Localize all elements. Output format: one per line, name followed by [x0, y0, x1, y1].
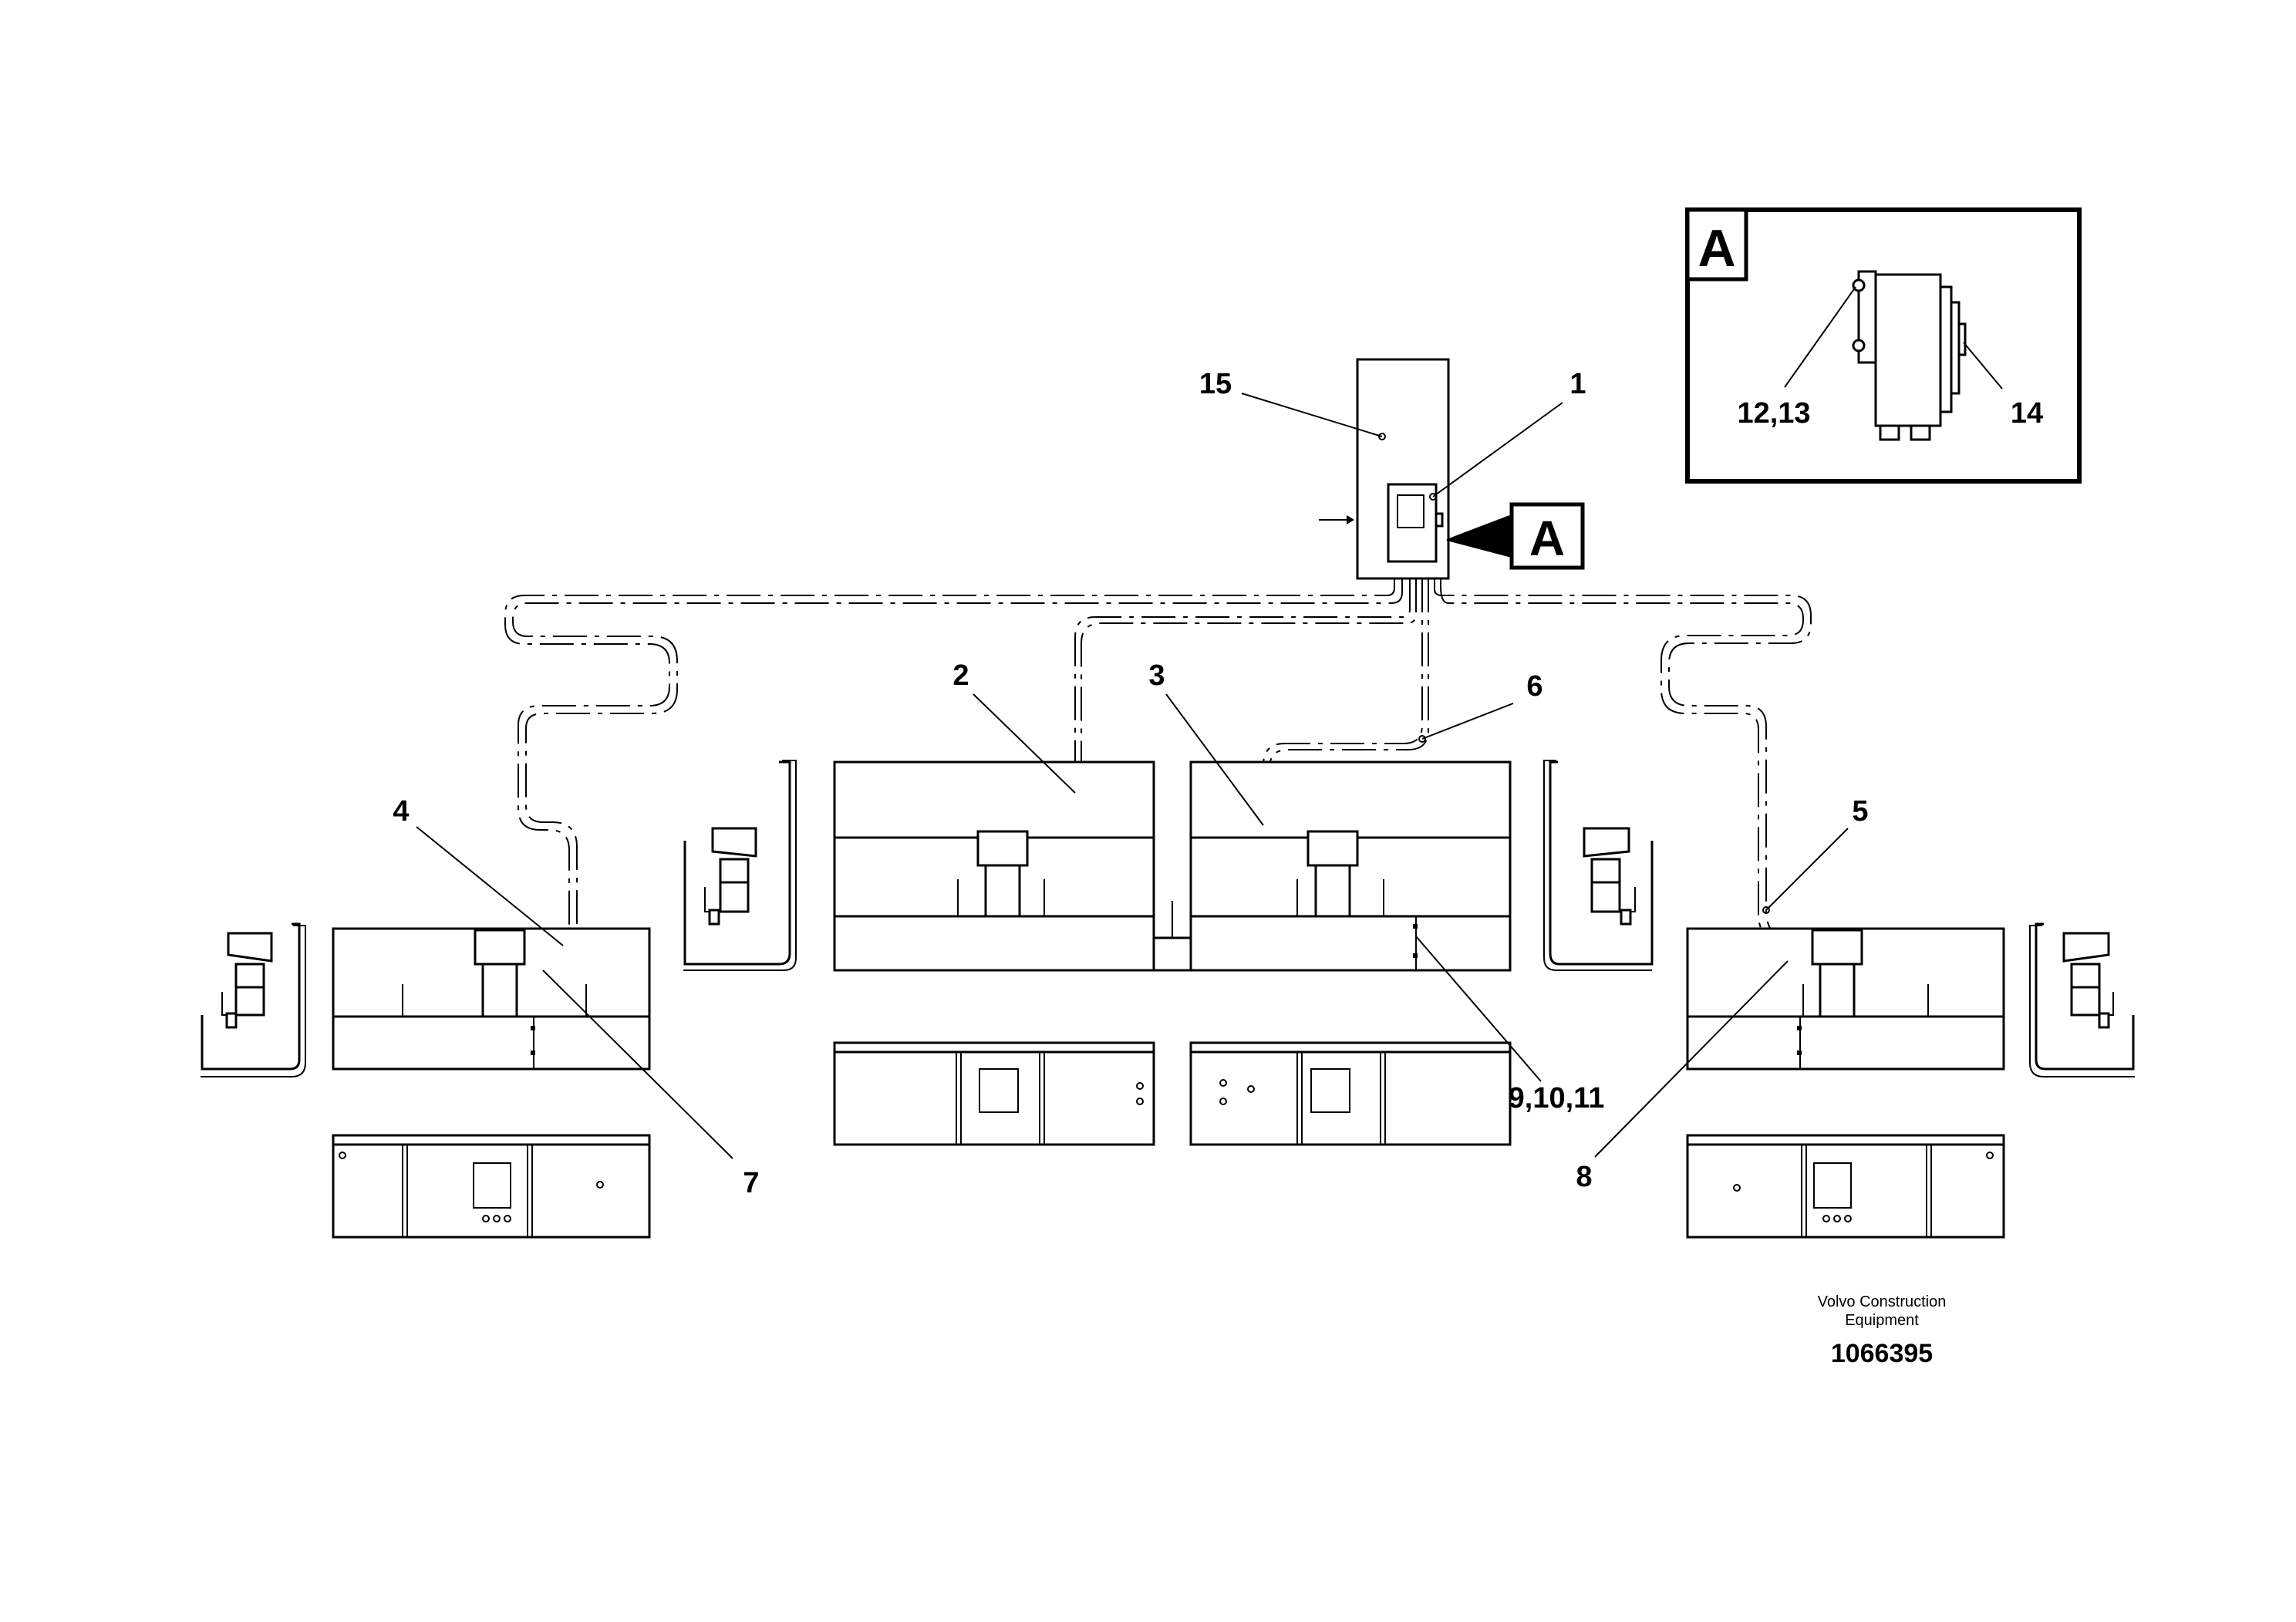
detail-marker-a: [1509, 502, 1585, 570]
callout-4: 4: [393, 795, 409, 828]
callout-5: 5: [1852, 795, 1868, 828]
callout-2: 2: [952, 659, 969, 692]
detail-inset-label-box: [1685, 207, 1748, 282]
callout-3: 3: [1148, 659, 1165, 692]
side-unit-far-right: [2029, 922, 2135, 1077]
side-unit-right-center: [1543, 760, 1654, 971]
company-name-line2: Equipment: [1845, 1312, 1919, 1329]
side-unit-far-left: [201, 922, 306, 1077]
controller-unit-side-view: [1852, 270, 1967, 441]
callout-9-10-11: 9,10,11: [1509, 1082, 1605, 1114]
direction-arrow-icon: [1347, 515, 1354, 524]
drawing-number: 1066395: [1831, 1339, 1933, 1368]
module-left: [332, 927, 651, 1071]
footer-block: Volvo Construction Equipment 1066395: [1818, 1293, 1947, 1368]
module-center-link: [1152, 901, 1192, 972]
cable-harness: [504, 578, 1812, 974]
callout-15: 15: [1199, 368, 1232, 400]
detail-inset-a: A 12,13 14: [1685, 207, 2082, 484]
leader-lines: [416, 393, 1849, 1159]
cabinet-left: [332, 1134, 651, 1239]
cabinet-center-left: [833, 1041, 1155, 1146]
callout-7: 7: [743, 1167, 759, 1199]
central-cabinet: A: [1319, 358, 1585, 580]
side-unit-left-center: [683, 760, 797, 971]
module-center-right: [1189, 760, 1512, 972]
callout-8: 8: [1576, 1161, 1592, 1193]
callout-12-13: 12,13: [1737, 397, 1810, 430]
detail-inset-label: A: [1698, 219, 1735, 278]
detail-marker-label: A: [1529, 511, 1565, 566]
controller-unit: [1387, 483, 1438, 563]
callout-1: 1: [1569, 368, 1586, 400]
cabinet-right: [1686, 1134, 2005, 1239]
cabinet-center-right: [1189, 1041, 1512, 1146]
callout-6: 6: [1526, 670, 1542, 703]
company-name-line1: Volvo Construction: [1818, 1293, 1947, 1310]
callout-14: 14: [2011, 397, 2043, 430]
module-right: [1686, 927, 2005, 1071]
module-center-left: [833, 760, 1155, 972]
